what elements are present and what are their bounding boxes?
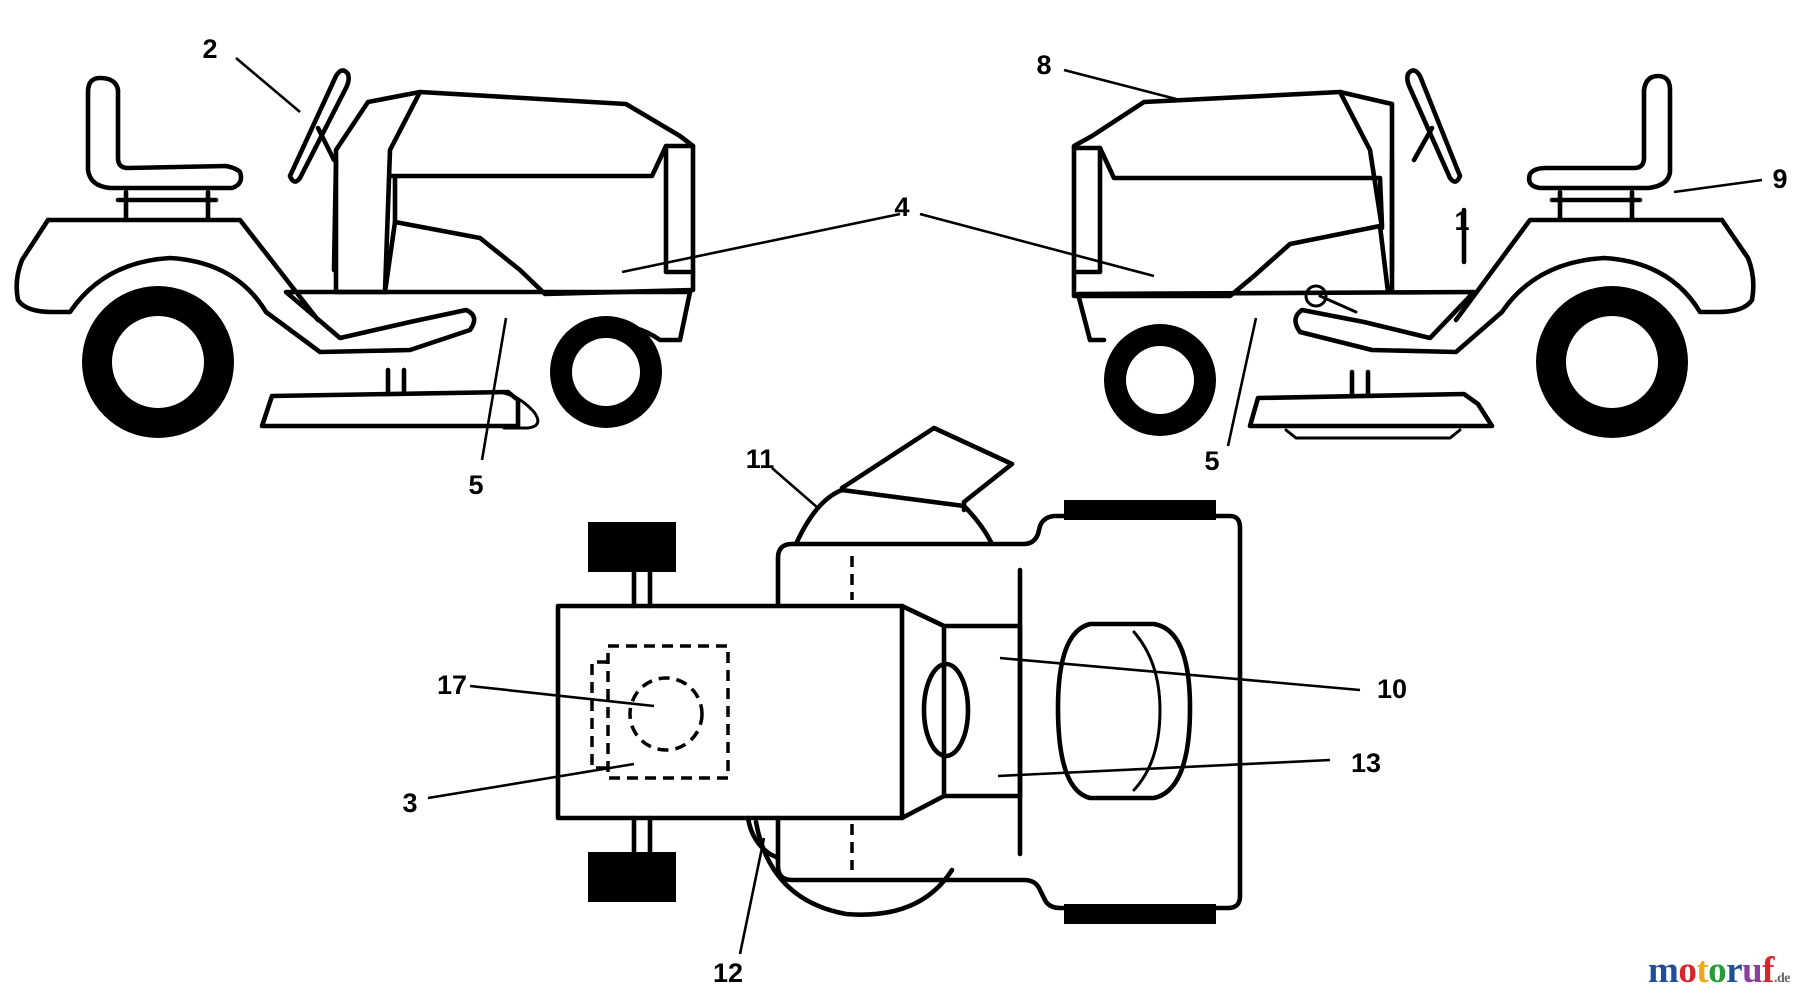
callout-1: 1	[1454, 206, 1469, 236]
callout-13: 13	[1351, 748, 1381, 778]
callout-4: 4	[894, 192, 909, 222]
mower-deck-top	[793, 487, 995, 547]
seat-left	[85, 75, 244, 191]
callout-12: 12	[713, 958, 743, 988]
seat-right	[1526, 73, 1673, 191]
chassis-top	[775, 513, 1243, 911]
seat-deck-box	[555, 603, 905, 821]
watermark-tld: .de	[1774, 971, 1791, 986]
discharge-chute	[839, 425, 1015, 513]
seat-decal-circle	[628, 676, 704, 752]
watermark-letter: u	[1742, 950, 1763, 991]
callout-3: 3	[402, 788, 417, 818]
steering-wheel-left	[287, 68, 351, 184]
deck-side-top	[745, 815, 781, 861]
lift-lever-right	[1304, 284, 1358, 314]
callout-5-left: 5	[468, 470, 483, 500]
watermark-letter: m	[1648, 950, 1679, 991]
mower-deck-left	[259, 389, 521, 429]
motoruf-watermark-logo: motoruf.de	[1648, 949, 1791, 992]
watermark-letter: f	[1762, 950, 1774, 991]
seat-decal-square	[606, 644, 730, 780]
rear-fender-left	[14, 217, 693, 355]
steering-column-top	[921, 661, 971, 759]
callout-10: 10	[1377, 674, 1407, 704]
rear-tire-bottom	[588, 852, 676, 902]
callout-5-right: 5	[1204, 446, 1219, 476]
watermark-letter: r	[1726, 950, 1743, 991]
rear-tire-top	[588, 522, 676, 572]
callout-8: 8	[1036, 50, 1051, 80]
rear-fender-right	[1075, 217, 1756, 355]
tractor-top-view	[427, 425, 1361, 955]
watermark-letter: t	[1696, 950, 1709, 991]
steering-wheel-right	[1405, 68, 1463, 184]
callout-2: 2	[202, 34, 217, 64]
watermark-letters: motoruf	[1648, 950, 1774, 991]
callout-17: 17	[437, 670, 467, 700]
callout-9: 9	[1772, 164, 1787, 194]
tractor-left-side-view	[14, 57, 901, 461]
mower-deck-right	[1247, 391, 1495, 429]
hood-grille-top	[1055, 621, 1193, 801]
callout-11: 11	[746, 444, 775, 474]
watermark-letter: o	[1678, 950, 1697, 991]
watermark-letter: o	[1708, 950, 1727, 991]
hood-right	[1071, 89, 1395, 299]
tractor-right-side-view	[919, 68, 1763, 447]
